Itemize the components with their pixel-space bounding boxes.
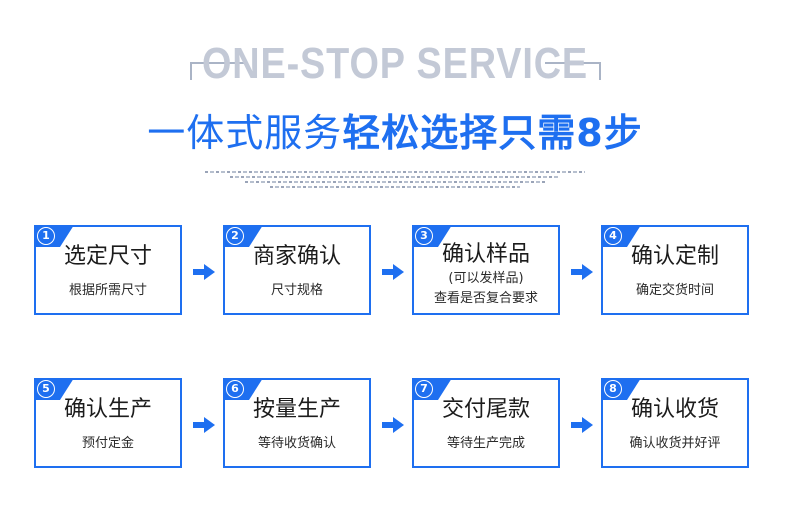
heading-chinese-light: 一体式服务 (147, 111, 343, 155)
step-title: 确认定制 (630, 244, 719, 269)
step-subtitle: (可以发样品) (448, 271, 524, 286)
arrow-right-icon (571, 264, 593, 280)
step-title: 确认收货 (630, 397, 719, 422)
step-badge: 6 (223, 378, 263, 400)
step-card-4: 4 确认定制 确定交货时间 (601, 225, 749, 315)
step-badge: 2 (223, 225, 263, 247)
arrow-right-icon (382, 264, 404, 280)
step-subtitle: 确认收货并好评 (629, 436, 721, 451)
step-number: 8 (604, 380, 622, 398)
step-subtitle-secondary: 查看是否复合要求 (433, 291, 538, 306)
step-card-7: 7 交付尾款 等待生产完成 (412, 378, 560, 468)
step-badge: 8 (601, 378, 641, 400)
step-badge: 3 (412, 225, 452, 247)
step-title: 确认样品 (441, 242, 530, 267)
step-subtitle: 尺寸规格 (270, 283, 323, 298)
step-number: 1 (37, 227, 55, 245)
step-number: 6 (226, 380, 244, 398)
step-subtitle: 根据所需尺寸 (68, 283, 147, 298)
step-subtitle: 预付定金 (81, 436, 134, 451)
step-card-8: 8 确认收货 确认收货并好评 (601, 378, 749, 468)
step-number: 5 (37, 380, 55, 398)
step-number: 3 (415, 227, 433, 245)
step-title: 商家确认 (252, 244, 341, 269)
step-title: 确认生产 (63, 397, 152, 422)
fine-print-decoration (200, 171, 590, 193)
step-card-6: 6 按量生产 等待收货确认 (223, 378, 371, 468)
bracket-right-decoration (545, 62, 601, 80)
step-subtitle: 确定交货时间 (635, 283, 714, 298)
step-card-3: 3 确认样品 (可以发样品) 查看是否复合要求 (412, 225, 560, 315)
step-badge: 1 (34, 225, 74, 247)
step-subtitle: 等待生产完成 (446, 436, 525, 451)
step-card-2: 2 商家确认 尺寸规格 (223, 225, 371, 315)
arrow-right-icon (193, 264, 215, 280)
heading-chinese-bold: 轻松选择只需8步 (342, 111, 643, 155)
step-number: 4 (604, 227, 622, 245)
arrow-right-icon (382, 417, 404, 433)
step-title: 交付尾款 (441, 397, 530, 422)
step-number: 7 (415, 380, 433, 398)
step-badge: 7 (412, 378, 452, 400)
bracket-left-decoration (190, 62, 246, 80)
arrow-right-icon (193, 417, 215, 433)
heading-english: ONE-STOP SERVICE (202, 39, 588, 88)
step-card-1: 1 选定尺寸 根据所需尺寸 (34, 225, 182, 315)
step-title: 按量生产 (252, 397, 341, 422)
step-subtitle: 等待收货确认 (257, 436, 336, 451)
step-title: 选定尺寸 (63, 244, 152, 269)
heading-chinese: 一体式服务轻松选择只需8步 (0, 110, 790, 156)
step-badge: 5 (34, 378, 74, 400)
arrow-right-icon (571, 417, 593, 433)
step-number: 2 (226, 227, 244, 245)
step-badge: 4 (601, 225, 641, 247)
step-card-5: 5 确认生产 预付定金 (34, 378, 182, 468)
